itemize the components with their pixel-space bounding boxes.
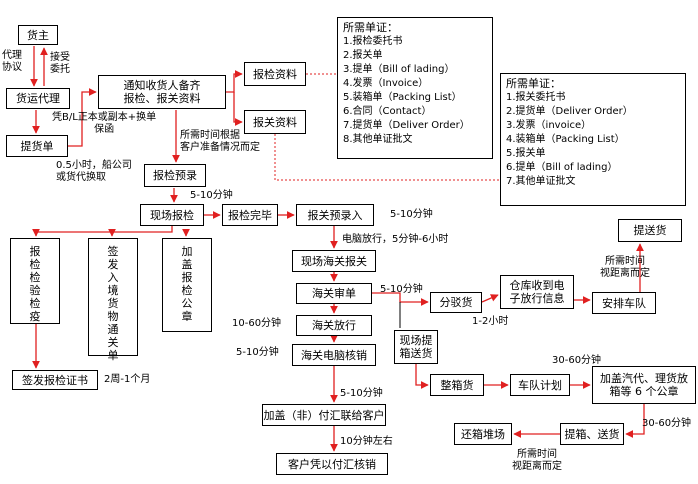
node-notify-consignee: 通知收货人备齐 报检、报关资料 <box>98 75 226 109</box>
connector-arrow <box>233 92 243 126</box>
note-item: 1.报关委托书 <box>506 92 566 103</box>
label-time-pickup: 30-60分钟 <box>642 418 692 429</box>
label-time-inspection: 5-10分钟 <box>190 190 233 201</box>
label-time-depends-client: 所需时间根据 客户准备情况而定 <box>180 130 260 153</box>
node-inspection-preentry: 报检预录 <box>144 164 206 187</box>
node-customs-verification: 海关电脑核销 <box>292 344 376 366</box>
note-item: 4.发票（Invoice） <box>343 78 429 89</box>
label-computer-release: 电脑放行，5分钟-6小时 <box>342 234 449 245</box>
note-item: 6.提单（Bill of lading） <box>506 162 618 173</box>
note-item: 1.报检委托书 <box>343 36 403 47</box>
label-time-fleet: 30-60分钟 <box>552 355 602 366</box>
node-return-yard: 还箱堆场 <box>454 423 512 445</box>
note-item: 4.装箱单（Packing List） <box>506 134 625 145</box>
note-item: 7.提货单（Deliver Order） <box>343 120 470 131</box>
label-time-warehouse: 1-2小时 <box>472 316 509 327</box>
node-delivery-order: 提货单 <box>6 135 68 157</box>
label-accept-entrustment: 接受 委托 <box>50 52 70 75</box>
note-item: 3.发票（invoice） <box>506 120 592 131</box>
connector-arrow <box>372 292 429 306</box>
note-item: 2.报关单 <box>343 50 383 61</box>
label-time-stamp: 5-10分钟 <box>340 388 383 399</box>
node-container-pickup: 提箱、送货 <box>560 423 624 445</box>
node-stamp-inspection-seal: 加盖报检公章 <box>162 238 212 332</box>
node-issue-certificate: 签发报检证书 <box>12 370 98 390</box>
label-bl-exchange: 凭B/L正本或副本+换单 保函 <box>52 112 157 135</box>
node-fleet-plan: 车队计划 <box>510 374 570 396</box>
label-half-hour: 0.5小时，船公司 或货代换取 <box>56 160 132 183</box>
node-customs-release: 海关放行 <box>296 315 372 336</box>
node-six-seals: 加盖汽代、理货放 箱等 6 个公章 <box>592 366 696 404</box>
connector-arrow <box>68 88 97 147</box>
note-item: 5.装箱单（Packing List） <box>343 92 462 103</box>
node-customs-docs: 报关资料 <box>244 110 306 134</box>
label-time-client: 10分钟左右 <box>340 436 393 447</box>
label-time-preentry: 5-10分钟 <box>390 209 433 220</box>
node-customs-review: 海关审单 <box>296 283 372 304</box>
note-item: 2.提货单（Deliver Order） <box>506 106 633 117</box>
label-time-certificate: 2周-1个月 <box>104 374 151 385</box>
note-item: 7.其他单证批文 <box>506 176 576 187</box>
connector-arrow <box>625 404 645 438</box>
connector-arrow <box>481 294 499 303</box>
note-item: 8.其他单证批文 <box>343 134 413 145</box>
node-full-container: 整箱货 <box>430 374 484 396</box>
node-onsite-container-delivery: 现场提 箱送货 <box>394 330 438 364</box>
node-inspection-done: 报检完毕 <box>222 204 278 226</box>
note-title: 所需单证： <box>506 77 561 90</box>
label-time-distance-2: 所需时间 视距离而定 <box>512 449 562 472</box>
node-quarantine-inspection: 报检检验检疫 <box>10 238 60 324</box>
required-docs-customs: 所需单证： 1.报关委托书 2.提货单（Deliver Order） 3.发票（… <box>500 73 686 206</box>
node-onsite-customs: 现场海关报关 <box>292 250 376 272</box>
note-item: 6.合同（Contact） <box>343 106 432 117</box>
node-onsite-inspection: 现场报检 <box>140 204 204 226</box>
node-warehouse-release: 仓库收到电 子放行信息 <box>500 275 574 309</box>
connector-arrow <box>32 226 173 237</box>
node-customs-preentry: 报关预录入 <box>296 204 374 226</box>
node-inspection-docs: 报检资料 <box>244 62 306 86</box>
node-stamp-inspection-seal-text: 加盖报检公章 <box>181 245 193 323</box>
label-agency-agreement: 代理 协议 <box>2 50 22 73</box>
connector-arrow <box>226 70 243 93</box>
note-item: 3.提单（Bill of lading） <box>343 64 455 75</box>
node-client-verification: 客户凭以付汇核销 <box>276 453 388 475</box>
node-cargo-owner: 货主 <box>18 25 58 45</box>
node-issue-clearance-form-text: 签发入境货物通关单 <box>107 245 119 362</box>
connector-dashed <box>274 134 500 181</box>
label-time-release: 10-60分钟 <box>232 318 282 329</box>
label-time-review: 5-10分钟 <box>380 284 423 295</box>
node-pickup-delivery: 提送货 <box>618 219 682 242</box>
label-time-verification: 5-10分钟 <box>236 347 279 358</box>
label-time-distance-1: 所需时间 视距离而定 <box>600 256 650 279</box>
node-arrange-fleet: 安排车队 <box>592 292 656 314</box>
required-docs-inspection: 所需单证： 1.报检委托书 2.报关单 3.提单（Bill of lading）… <box>337 17 493 159</box>
note-item: 5.报关单 <box>506 148 546 159</box>
node-quarantine-inspection-text: 报检检验检疫 <box>29 245 41 323</box>
node-stamp-exchange-copy: 加盖（非）付汇联给客户 <box>262 404 386 426</box>
node-issue-clearance-form: 签发入境货物通关单 <box>88 238 138 362</box>
node-freight-agent: 货运代理 <box>6 88 70 109</box>
node-split-cargo: 分驳货 <box>430 292 482 313</box>
note-title: 所需单证： <box>343 21 398 34</box>
connector-arrow <box>415 364 429 389</box>
